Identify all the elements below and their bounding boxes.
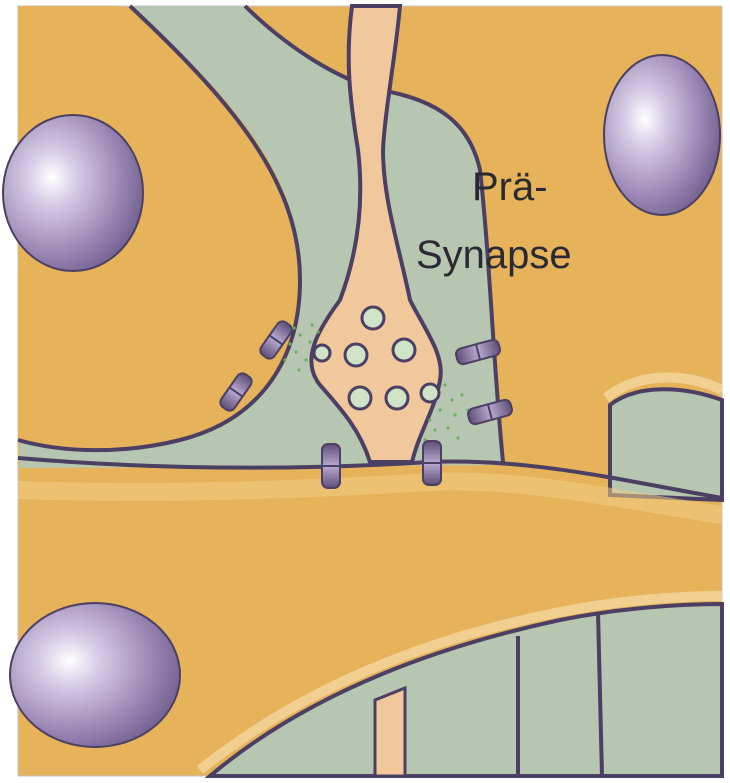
receptor-icon (322, 444, 340, 488)
vesicle-icon (386, 387, 408, 409)
vesicle-icon (362, 307, 384, 329)
label-pre-line2: Synapse (416, 233, 572, 277)
nucleus-icon (604, 55, 720, 215)
vesicle-icon (345, 344, 367, 366)
right-cell (610, 389, 722, 500)
vesicle-icon (421, 384, 439, 402)
nucleus-icon (3, 115, 143, 271)
nucleus-icon (10, 603, 180, 747)
vesicle-icon (393, 339, 415, 361)
vesicle-icon (314, 345, 330, 361)
bottom-dendrite-1 (375, 688, 405, 776)
receptor-icon (423, 441, 441, 485)
label-pre-line1: Prä- (472, 165, 548, 209)
vesicle-icon (349, 387, 371, 409)
